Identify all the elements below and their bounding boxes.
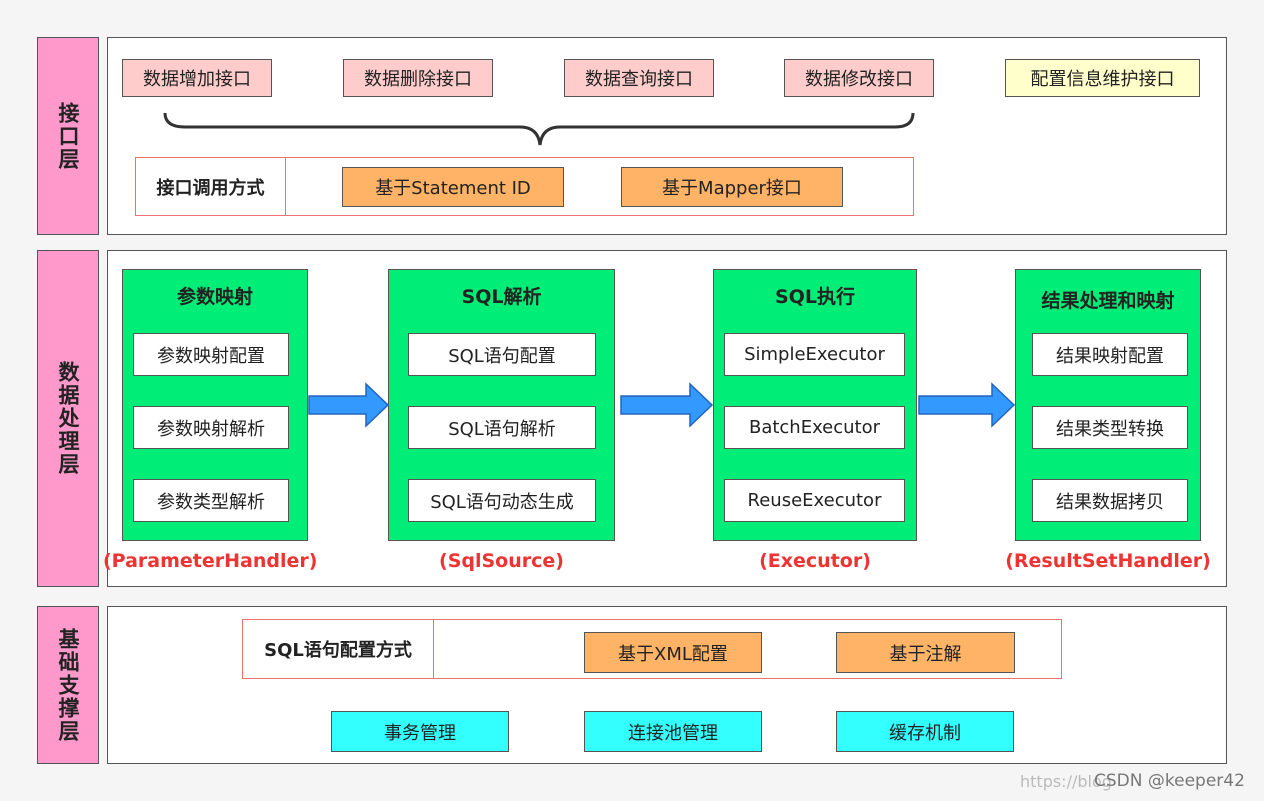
service-transaction: 事务管理 <box>331 711 509 752</box>
item-sql-parse: SQL语句解析 <box>408 406 596 449</box>
handler-sql-source: (SqlSource) <box>439 550 564 572</box>
call-method-mapper: 基于Mapper接口 <box>621 167 843 207</box>
config-api-box: 配置信息维护接口 <box>1005 59 1200 97</box>
sql-config-label: SQL语句配置方式 <box>243 620 434 678</box>
service-cache: 缓存机制 <box>836 711 1014 752</box>
watermark-credit: CSDN @keeper42 <box>1094 771 1245 791</box>
curly-brace <box>163 112 915 146</box>
call-method-label: 接口调用方式 <box>136 158 286 215</box>
service-connection-pool: 连接池管理 <box>584 711 762 752</box>
item-simple-executor: SimpleExecutor <box>724 333 905 376</box>
item-param-mapping-config: 参数映射配置 <box>133 333 289 376</box>
handler-result-set-handler: (ResultSetHandler) <box>1005 550 1211 572</box>
item-sql-dynamic: SQL语句动态生成 <box>408 479 596 522</box>
item-param-mapping-parse: 参数映射解析 <box>133 406 289 449</box>
item-result-type-convert: 结果类型转换 <box>1032 406 1188 449</box>
handler-parameter-handler: (ParameterHandler) <box>103 550 318 572</box>
arrow-right-icon <box>620 382 714 428</box>
sql-config-annotation: 基于注解 <box>836 632 1015 673</box>
item-result-data-copy: 结果数据拷贝 <box>1032 479 1188 522</box>
item-param-type-parse: 参数类型解析 <box>133 479 289 522</box>
item-sql-config: SQL语句配置 <box>408 333 596 376</box>
item-result-mapping-config: 结果映射配置 <box>1032 333 1188 376</box>
layer-label-data-processing: 数据处理层 <box>37 250 99 587</box>
layer-label-interface: 接口层 <box>37 37 99 235</box>
call-method-statement-id: 基于Statement ID <box>342 167 564 207</box>
item-reuse-executor: ReuseExecutor <box>724 479 905 522</box>
api-query-box: 数据查询接口 <box>564 59 714 97</box>
column-title-result-handling: 结果处理和映射 <box>1041 290 1175 312</box>
arrow-right-icon <box>308 382 390 428</box>
api-update-box: 数据修改接口 <box>784 59 934 97</box>
layer-label-foundation: 基础支撑层 <box>37 606 99 764</box>
api-delete-box: 数据删除接口 <box>343 59 493 97</box>
sql-config-xml: 基于XML配置 <box>584 632 762 673</box>
item-batch-executor: BatchExecutor <box>724 406 905 449</box>
handler-executor: (Executor) <box>759 550 871 572</box>
arrow-right-icon <box>918 382 1016 428</box>
api-add-box: 数据增加接口 <box>122 59 272 97</box>
column-title-sql-execute: SQL执行 <box>775 286 855 308</box>
column-title-parameter-mapping: 参数映射 <box>176 286 253 308</box>
column-title-sql-parse: SQL解析 <box>461 286 542 308</box>
watermark-url: https://blog <box>1020 772 1112 791</box>
